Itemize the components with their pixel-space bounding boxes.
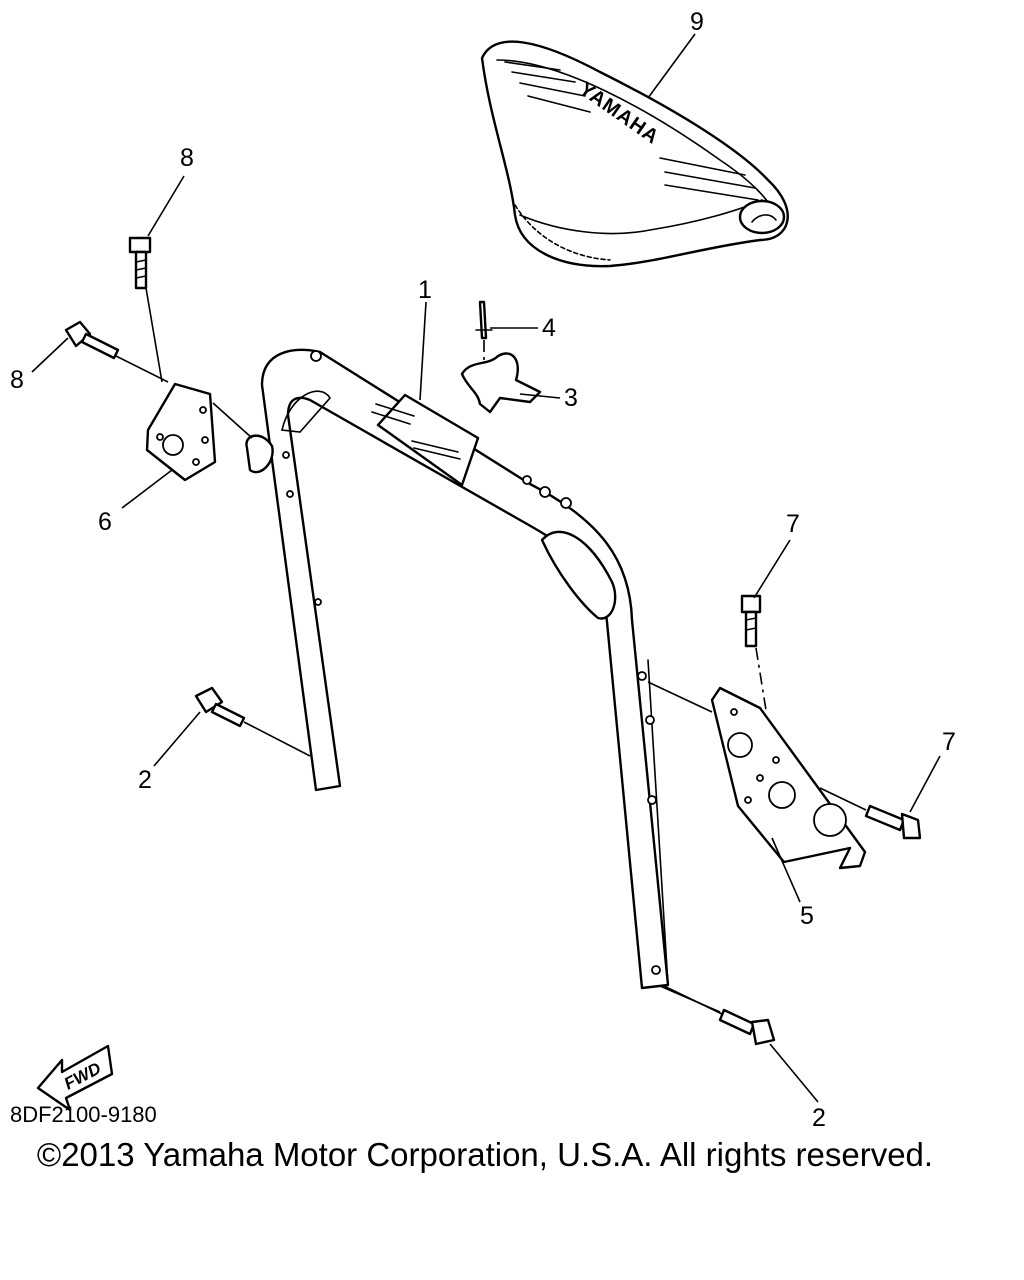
rivet-part-4 xyxy=(475,300,493,360)
diagram-code: 8DF2100-9180 xyxy=(10,1102,157,1127)
callout-2-left: 2 xyxy=(138,766,152,794)
clip-part-3 xyxy=(460,352,542,414)
callout-6: 6 xyxy=(98,508,112,536)
bolt-8-vertical xyxy=(128,236,163,383)
seat-stripes xyxy=(504,61,759,201)
callout-2-right: 2 xyxy=(812,1104,826,1132)
bolt-7-horizontal xyxy=(819,787,922,840)
callout-9: 9 xyxy=(690,8,704,36)
callout-7-right: 7 xyxy=(942,728,956,756)
plate-part-5 xyxy=(710,686,867,870)
callout-8-top: 8 xyxy=(180,144,194,172)
bolt-2-left xyxy=(194,686,311,757)
callout-8-left: 8 xyxy=(10,366,24,394)
handle-pole-frame xyxy=(260,348,670,990)
callout-3: 3 xyxy=(564,384,578,412)
leader-lines xyxy=(31,33,941,1103)
bolt-2-right xyxy=(663,985,776,1046)
copyright-text: ©2013 Yamaha Motor Corporation, U.S.A. A… xyxy=(36,1136,934,1173)
bolt-8-horizontal xyxy=(64,320,169,383)
callout-5: 5 xyxy=(800,902,814,930)
seat: YAMAHA xyxy=(480,40,789,268)
fwd-arrow-icon: FWD xyxy=(36,1044,114,1112)
callout-4: 4 xyxy=(542,314,556,342)
bracket-part-6 xyxy=(145,382,274,482)
bolt-7-vertical xyxy=(740,594,767,711)
callout-7-top: 7 xyxy=(786,510,800,538)
callout-1: 1 xyxy=(418,276,432,304)
